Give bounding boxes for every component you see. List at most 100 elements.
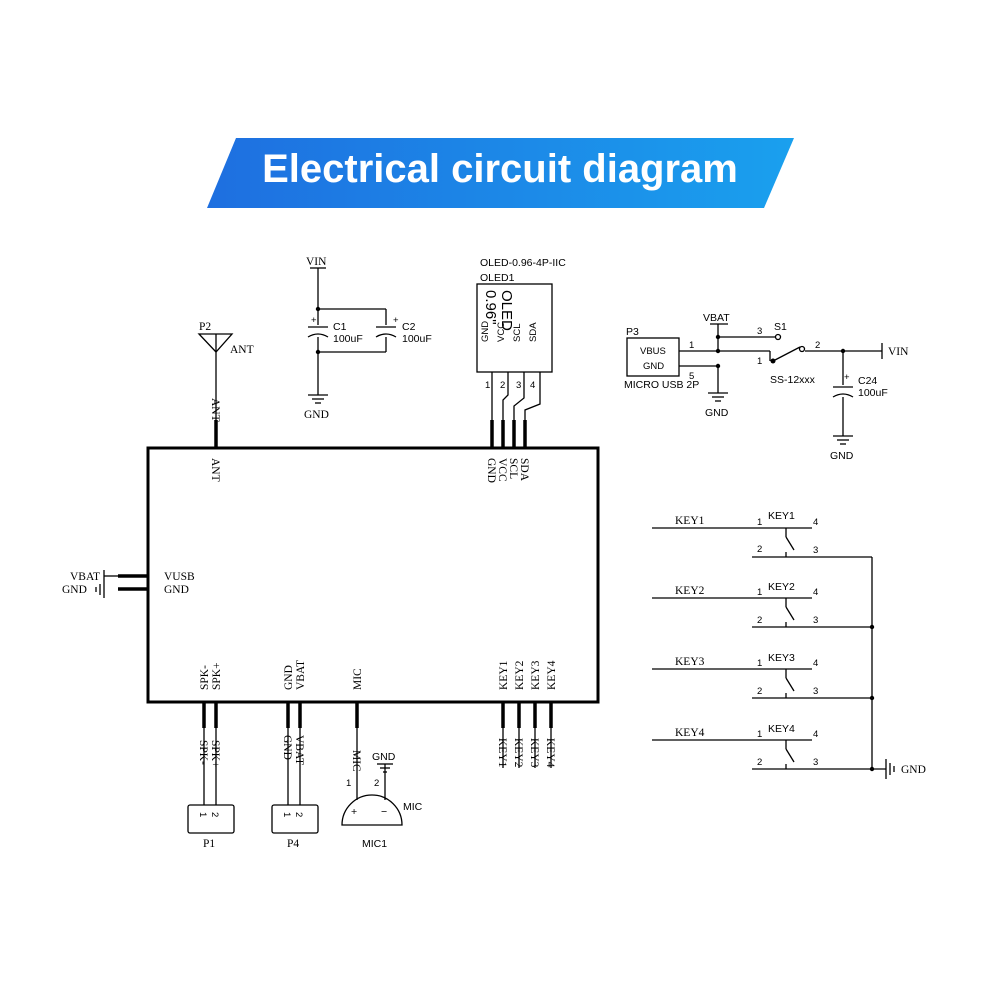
key2-ref: KEY2 — [768, 581, 795, 593]
oled-pin-num-1: 1 — [485, 380, 490, 391]
left-power-pins: VBAT GND — [62, 570, 118, 598]
c24-value: 100uF — [858, 387, 888, 399]
microphone-icon — [341, 794, 403, 826]
key-4: KEY4 1 KEY4 4 2 3 — [652, 723, 886, 770]
microphone-mic1: MIC 1 2 GND + − MIC MIC1 — [341, 728, 423, 850]
oled-body — [476, 283, 553, 373]
left-vbat-label: VBAT — [70, 571, 100, 583]
key4-switch-icon — [785, 748, 795, 763]
key4-net-label: KEY4 — [675, 727, 705, 739]
svg-text:+: + — [311, 315, 317, 326]
key3-net-label: KEY3 — [675, 656, 705, 668]
caps-vin-label: VIN — [306, 256, 327, 268]
svg-text:+: + — [393, 315, 399, 326]
svg-text:1: 1 — [346, 778, 351, 789]
mcu-pin-gnd-left-label: GND — [164, 584, 189, 596]
power-vbat-label: VBAT — [703, 312, 730, 324]
mcu-pin-scl-label: SCL — [507, 458, 519, 479]
bottom-key2-net: KEY2 — [512, 738, 524, 768]
s1-pin-2: 2 — [815, 340, 820, 351]
oled-screen-line1: OLED — [498, 290, 515, 331]
key3-ref: KEY3 — [768, 652, 795, 664]
mic-gnd-icon — [377, 763, 393, 773]
svg-text:4: 4 — [813, 517, 818, 528]
s1-switch-lever — [774, 346, 801, 361]
left-gnd-label: GND — [62, 584, 87, 596]
s1-pin-1: 1 — [757, 356, 762, 367]
power-gnd-icon — [708, 392, 728, 402]
mcu-pin-gnd-bottom-label: GND — [283, 665, 295, 690]
svg-text:4: 4 — [813, 729, 818, 740]
power-gnd-label: GND — [705, 407, 729, 419]
svg-text:2: 2 — [293, 812, 304, 817]
c1-plate-bottom — [307, 333, 329, 338]
mic-label: MIC — [403, 801, 423, 813]
antenna-p2: P2 ANT ANT — [197, 321, 254, 422]
mic-gnd-label: GND — [372, 751, 396, 763]
mcu-pin-key2-label: KEY2 — [514, 660, 526, 690]
mcu-pin-spk-plus-label: SPK+ — [211, 662, 223, 690]
svg-text:1: 1 — [757, 729, 762, 740]
title-banner: Electrical circuit diagram — [207, 138, 794, 208]
svg-text:2: 2 — [374, 778, 379, 789]
key1-net-label: KEY1 — [675, 515, 705, 527]
c1-value: 100uF — [333, 333, 363, 345]
oled-part-label: OLED-0.96-4P-IIC — [480, 257, 566, 269]
oled-pin-num-4: 4 — [530, 380, 535, 391]
svg-text:3: 3 — [813, 545, 818, 556]
p3-pin-vbus: VBUS — [640, 346, 666, 357]
antenna-label: ANT — [230, 344, 254, 356]
key4-ref: KEY4 — [768, 723, 795, 735]
svg-text:1: 1 — [757, 517, 762, 528]
oled-pin-num-3: 3 — [516, 380, 521, 391]
svg-text:3: 3 — [813, 615, 818, 626]
svg-text:1: 1 — [197, 812, 208, 817]
mcu-pin-vcc-label: VCC — [496, 458, 508, 482]
s1-part: SS-12xxx — [770, 374, 816, 386]
antenna-net-label: ANT — [209, 398, 221, 422]
mic-net-label: MIC — [350, 750, 362, 772]
capacitor-group-c1-c2: VIN + C1 100uF + C2 100uF GND — [304, 256, 432, 421]
p3-part: MICRO USB 2P — [624, 379, 699, 391]
connector-p4: GND VBAT 1 2 P4 — [271, 728, 319, 850]
svg-text:2: 2 — [209, 812, 220, 817]
oled-pin-sda: SDA — [528, 322, 539, 342]
s1-ref: S1 — [774, 321, 787, 333]
oled-ref-label: OLED1 — [480, 272, 515, 284]
oled-pin-num-2: 2 — [500, 380, 505, 391]
mic-ref: MIC1 — [362, 838, 387, 850]
caps-gnd-label: GND — [304, 409, 329, 421]
key2-net-label: KEY2 — [675, 585, 705, 597]
p3-num-5: 5 — [689, 371, 694, 382]
p3-pin-gnd: GND — [643, 361, 664, 372]
svg-text:+: + — [351, 806, 357, 818]
svg-text:4: 4 — [813, 587, 818, 598]
key-2: KEY2 1 KEY2 4 2 3 — [652, 581, 872, 628]
svg-text:3: 3 — [813, 686, 818, 697]
p3-connector-body — [626, 337, 680, 377]
mcu-module: ANT GND VCC SCL SDA VUSB GND SPK- SPK+ G… — [118, 420, 600, 728]
mcu-pin-gnd-label: GND — [485, 458, 497, 483]
p4-ref: P4 — [287, 838, 299, 850]
svg-text:+: + — [844, 372, 850, 383]
p3-num-1: 1 — [689, 340, 694, 351]
svg-text:4: 4 — [813, 658, 818, 669]
c24-gnd-label: GND — [830, 450, 854, 462]
c1-ref: C1 — [333, 321, 347, 333]
oled-pin-gnd: GND — [480, 321, 491, 342]
bottom-key-leads: KEY1 KEY2 KEY3 KEY4 — [496, 728, 556, 768]
key2-switch-icon — [785, 606, 795, 621]
p1-connector-body — [187, 804, 235, 834]
svg-text:2: 2 — [757, 686, 762, 697]
mcu-pin-vbat-bottom-label: VBAT — [295, 660, 307, 690]
bottom-key4-net: KEY4 — [544, 738, 556, 768]
svg-text:2: 2 — [757, 615, 762, 626]
mcu-body — [146, 446, 600, 704]
connector-p1: SPK- SPK+ 1 2 P1 — [187, 728, 235, 850]
bottom-key1-net: KEY1 — [496, 738, 508, 768]
c2-value: 100uF — [402, 333, 432, 345]
c24-gnd-icon — [833, 435, 853, 445]
oled-pin-scl: SCL — [512, 324, 523, 342]
p4-net-gnd: GND — [281, 735, 293, 760]
